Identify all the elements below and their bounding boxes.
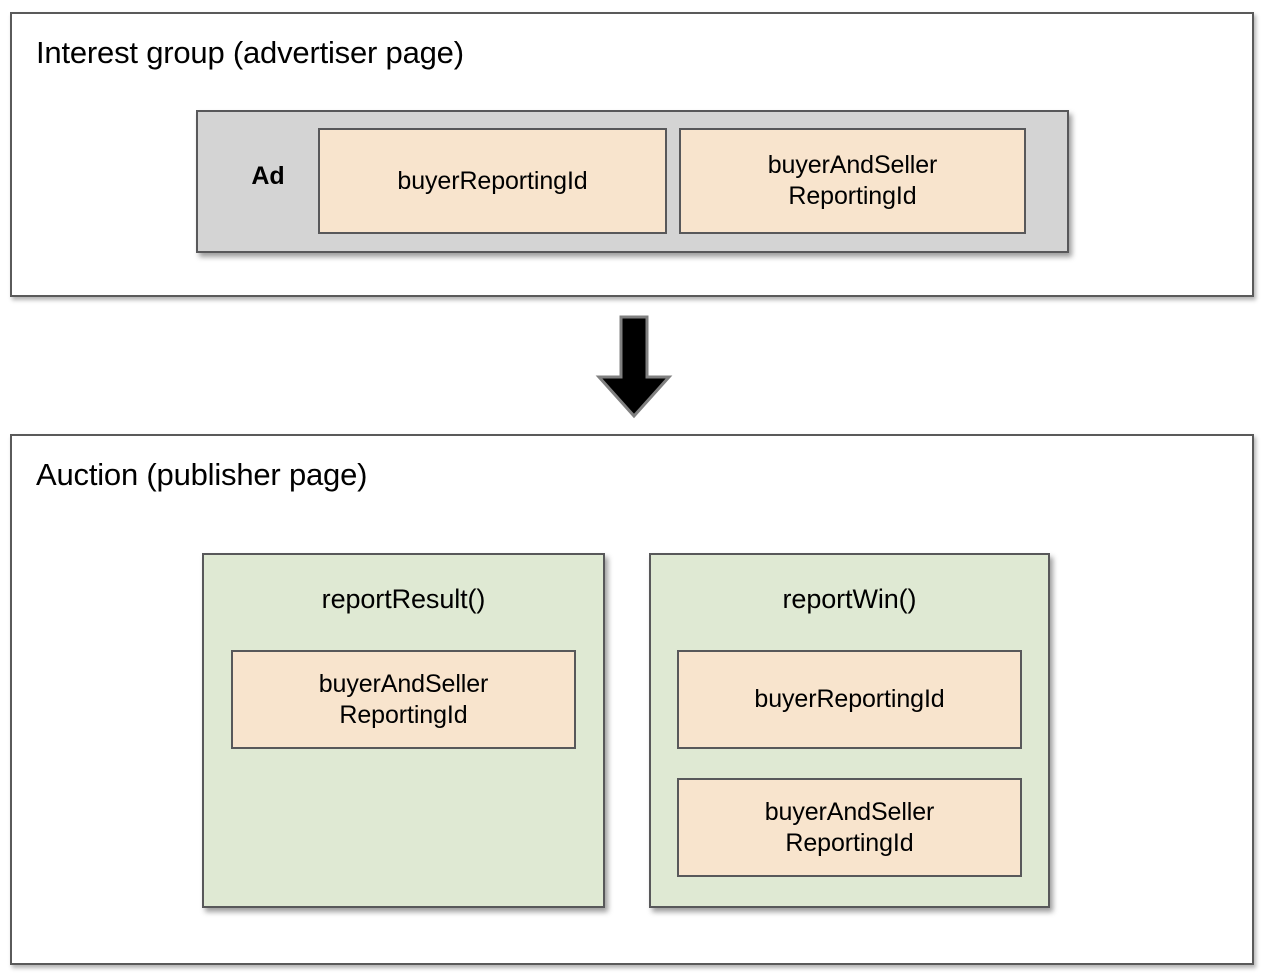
report-win-title: reportWin() xyxy=(782,584,917,614)
ad-field-buyer-and-seller-reporting-id: buyerAndSeller ReportingId xyxy=(679,128,1026,234)
down-arrow-icon xyxy=(594,315,674,419)
report-win-field-buyer-reporting-id-label: buyerReportingId xyxy=(754,685,945,713)
report-win-field-buyer-and-seller-reporting-id: buyerAndSeller ReportingId xyxy=(677,778,1022,877)
interest-group-panel-title: Interest group (advertiser page) xyxy=(36,35,464,70)
ad-field-buyer-reporting-id-label: buyerReportingId xyxy=(397,166,588,195)
ad-field-buyer-and-seller-reporting-id-label: buyerAndSeller ReportingId xyxy=(767,151,938,210)
report-result-field-buyer-and-seller-reporting-id: buyerAndSeller ReportingId xyxy=(231,650,576,749)
report-result-title: reportResult() xyxy=(321,584,486,614)
auction-panel-title: Auction (publisher page) xyxy=(36,457,368,492)
ad-label: Ad xyxy=(251,162,285,190)
report-win-field-buyer-reporting-id: buyerReportingId xyxy=(677,650,1022,749)
auction-panel: Auction (publisher page) xyxy=(10,434,1254,965)
report-win-field-buyer-and-seller-reporting-id-label: buyerAndSeller ReportingId xyxy=(764,797,935,857)
ad-field-buyer-reporting-id: buyerReportingId xyxy=(318,128,667,234)
report-result-field-buyer-and-seller-reporting-id-label: buyerAndSeller ReportingId xyxy=(318,669,489,729)
